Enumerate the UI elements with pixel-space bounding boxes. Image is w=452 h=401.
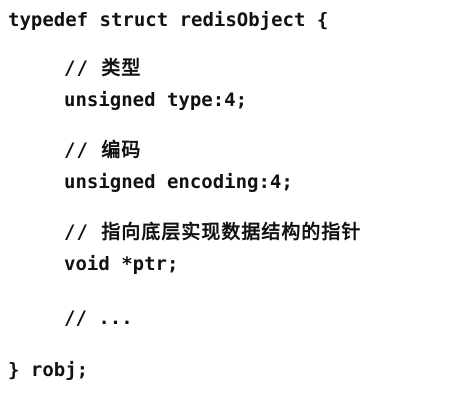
field-encoding: unsigned encoding:4; bbox=[64, 171, 293, 193]
field-type: unsigned type:4; bbox=[64, 89, 248, 111]
code-block: typedef struct redisObject { // 类型 unsig… bbox=[8, 0, 448, 401]
comment-ptr: // 指向底层实现数据结构的指针 bbox=[64, 221, 362, 243]
struct-close-line: } robj; bbox=[8, 359, 89, 381]
comment-encoding: // 编码 bbox=[64, 139, 142, 161]
comment-more: // ... bbox=[64, 307, 133, 329]
comment-type: // 类型 bbox=[64, 57, 142, 79]
struct-open-line: typedef struct redisObject { bbox=[8, 9, 329, 31]
field-ptr: void *ptr; bbox=[64, 253, 179, 275]
